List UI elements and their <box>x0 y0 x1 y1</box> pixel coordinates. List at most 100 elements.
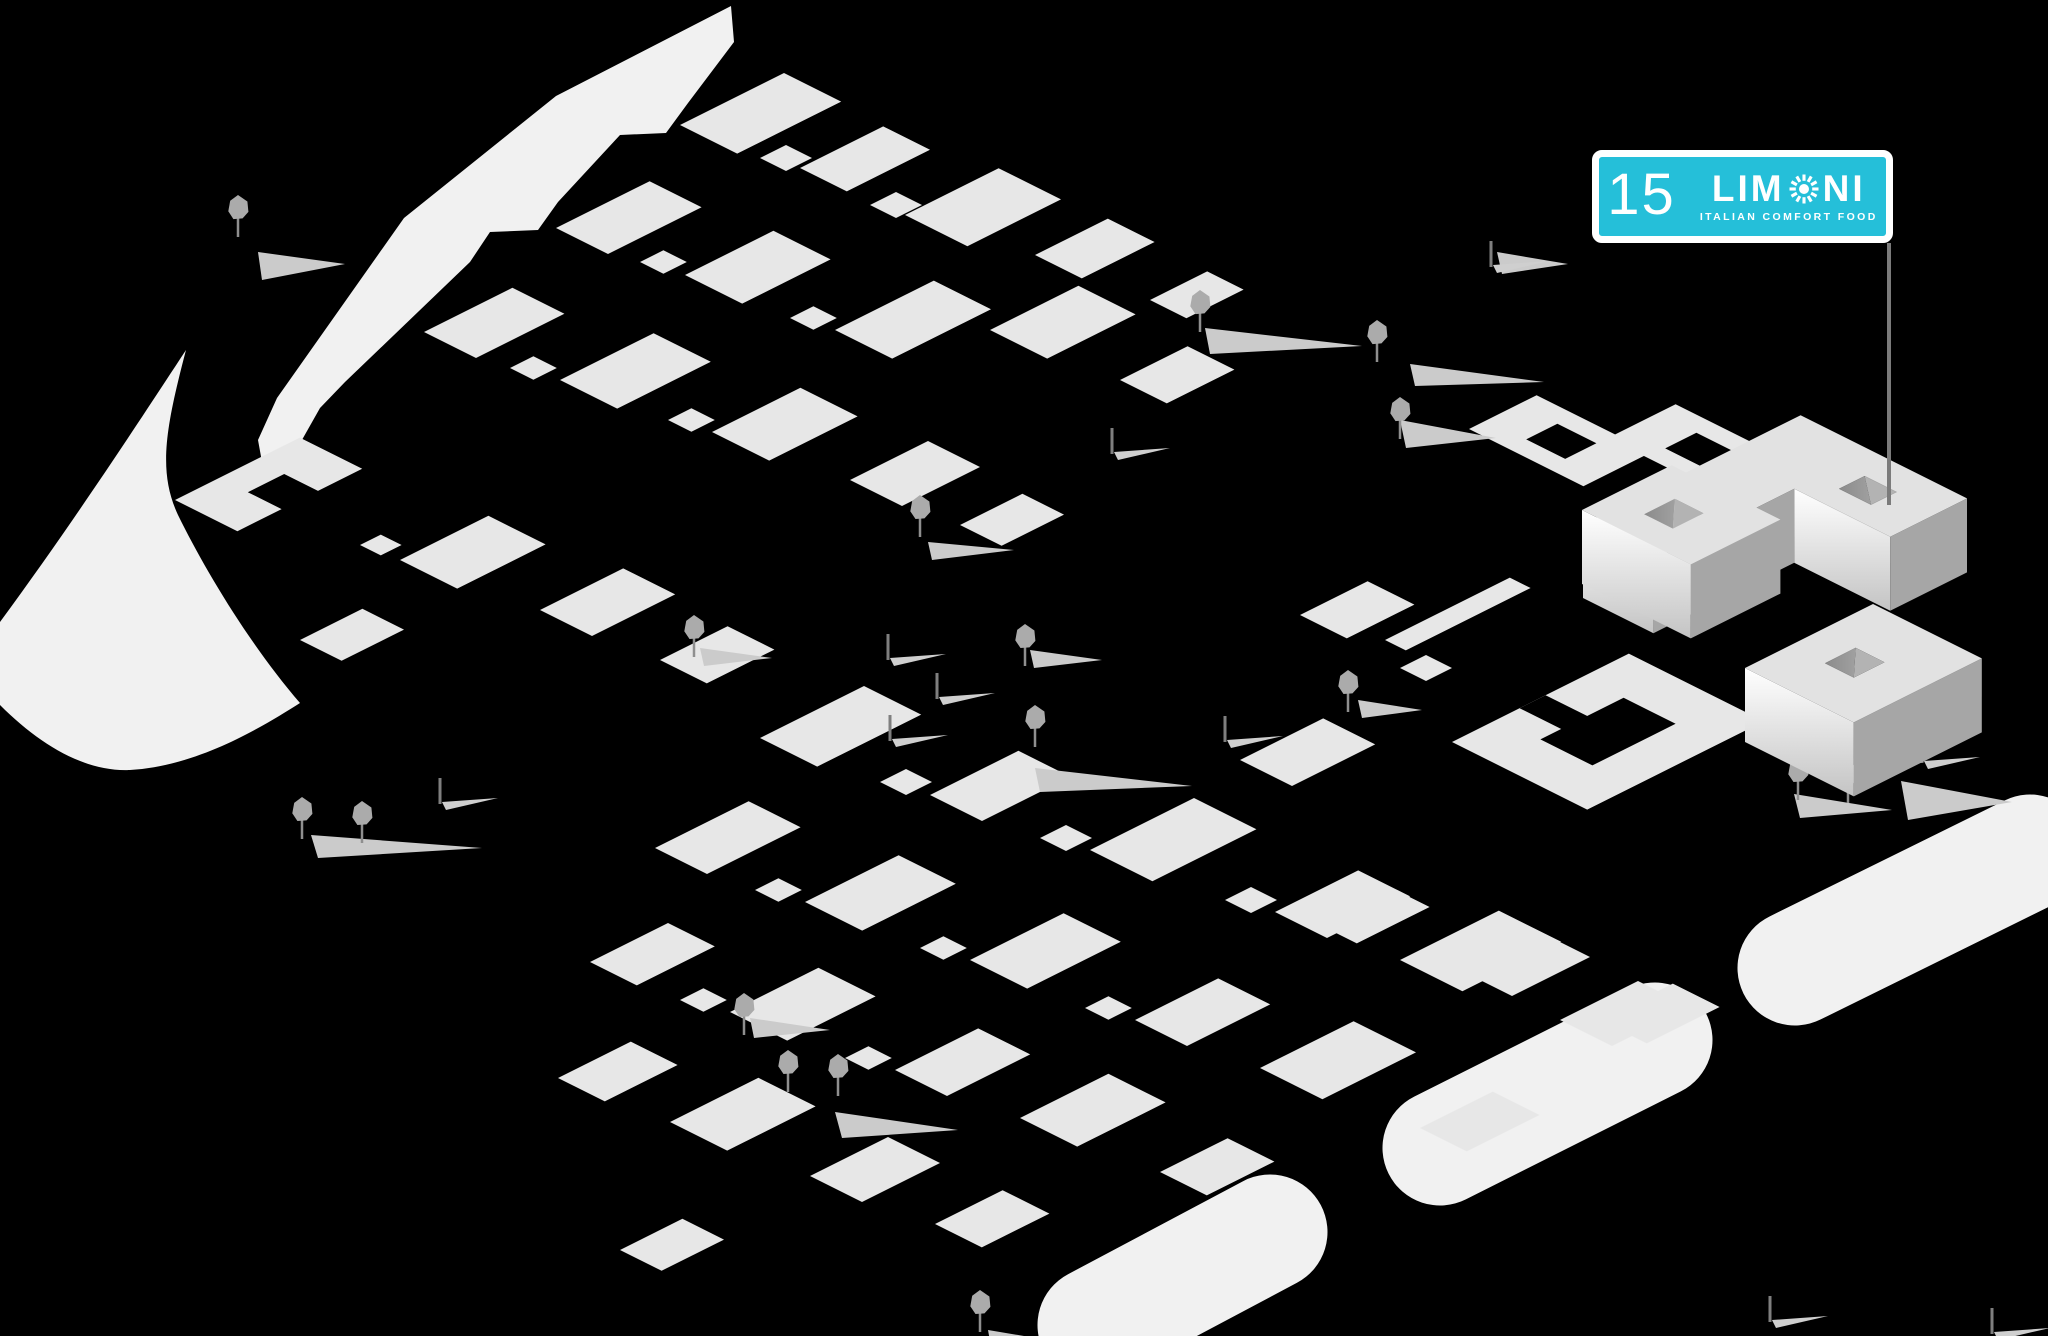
tree-icon <box>1367 320 1388 345</box>
city-block <box>560 333 711 409</box>
cast-shadow <box>1410 364 1544 386</box>
city-block <box>790 306 837 330</box>
city-block <box>1385 577 1531 651</box>
lamp-shadow <box>442 798 498 810</box>
building-roof <box>1582 465 1781 565</box>
brand-suffix: NI <box>1822 168 1866 209</box>
city-block <box>556 181 702 254</box>
trees-and-lamps-layer <box>228 195 2048 1336</box>
tree-icon <box>684 615 705 639</box>
building-face-dark <box>1890 498 1967 611</box>
tree-icon <box>970 1290 991 1314</box>
courtyard-wall-right <box>1864 476 1897 505</box>
city-block <box>990 285 1136 359</box>
city-block <box>540 568 676 636</box>
tree-icon <box>1390 397 1411 422</box>
city-block <box>655 801 801 874</box>
city-block <box>935 1190 1050 1248</box>
city-block <box>850 441 980 506</box>
cast-shadow <box>1400 420 1496 448</box>
cast-shadow <box>700 648 772 666</box>
curved-road-segment <box>1037 1174 1328 1336</box>
tree-icon <box>828 1054 849 1078</box>
tree-icon <box>1015 624 1036 648</box>
curved-road-segment <box>1737 794 2048 1026</box>
city-block <box>590 923 715 986</box>
city-block <box>685 230 831 304</box>
city-block <box>1310 883 1430 944</box>
tree-icon <box>1190 290 1211 315</box>
city-block <box>680 73 842 154</box>
city-block <box>1300 581 1415 639</box>
tree-icon <box>1025 705 1046 729</box>
cast-shadow <box>311 835 482 858</box>
city-block <box>920 936 967 960</box>
cast-shadow <box>258 252 345 280</box>
lamp-shadow <box>1994 1328 2048 1336</box>
city-block <box>760 145 812 171</box>
building-face-dark <box>1853 658 1982 797</box>
city-block <box>1160 1138 1275 1196</box>
city-block <box>845 1046 892 1070</box>
g-shaped-block <box>1452 653 1764 810</box>
city-block <box>960 493 1064 546</box>
city-block <box>970 913 1121 989</box>
courtyard-wall-right <box>1853 647 1885 678</box>
city-block <box>1600 983 1720 1044</box>
city-block <box>1260 1021 1416 1100</box>
brand-wordmark: LIM <box>1712 170 1866 207</box>
building-face-dark <box>1690 519 1781 639</box>
tree-icon <box>734 993 755 1017</box>
cast-shadow <box>750 1018 830 1038</box>
city-block <box>905 168 1061 247</box>
city-block <box>1085 996 1132 1020</box>
city-block <box>805 855 956 931</box>
city-block <box>510 356 557 380</box>
sun-icon <box>1789 174 1819 203</box>
curved-road-wedge <box>0 350 300 771</box>
building-face-light <box>1794 488 1891 611</box>
city-block <box>668 408 715 432</box>
city-block <box>800 126 930 192</box>
cast-shadow <box>1358 700 1422 718</box>
city-block <box>1035 218 1155 279</box>
city-block <box>175 437 363 532</box>
tree-icon <box>778 1050 799 1074</box>
cast-shadow <box>835 1112 958 1138</box>
courtyard-wall-left <box>1839 476 1871 505</box>
lamp-shadow <box>939 693 995 705</box>
location-badge[interactable]: 15 LIM <box>1592 150 1893 243</box>
cast-shadow <box>988 1330 1024 1336</box>
building-face-light <box>1745 668 1854 797</box>
city-block <box>1020 1073 1166 1147</box>
city-block <box>1225 887 1277 913</box>
building-roof <box>1745 604 1982 723</box>
tree-icon <box>1338 670 1359 694</box>
cast-shadow <box>928 542 1014 560</box>
city-block <box>1400 910 1562 992</box>
city-block <box>360 534 402 556</box>
cast-shadow <box>1030 650 1102 668</box>
city-block <box>680 988 727 1012</box>
city-block <box>880 769 932 795</box>
badge-number: 15 <box>1607 161 1676 227</box>
courtyard-ring-block <box>1469 395 1651 487</box>
cast-shadow <box>1794 794 1892 818</box>
city-block <box>620 1218 724 1271</box>
building-face-light <box>1582 510 1691 639</box>
city-block <box>835 280 991 359</box>
city-block <box>1240 718 1376 786</box>
badge-tagline: ITALIAN COMFORT FOOD <box>1699 211 1878 223</box>
brand-prefix: LIM <box>1711 168 1785 209</box>
city-block <box>1120 346 1235 404</box>
cast-shadow <box>1035 768 1192 792</box>
city-block <box>1090 798 1257 882</box>
city-block <box>755 878 802 902</box>
highlighted-buildings-layer <box>1582 415 1982 797</box>
city-block <box>670 1077 816 1151</box>
cast-shadow <box>1205 328 1362 354</box>
lamp-shadow <box>1924 757 1980 769</box>
lamp-shadow <box>1772 1316 1828 1328</box>
